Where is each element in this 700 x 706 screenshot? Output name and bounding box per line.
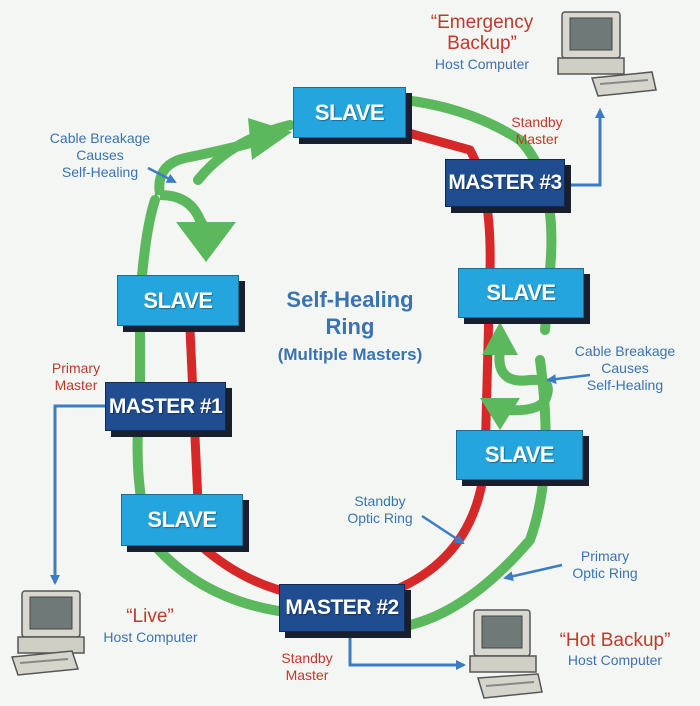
- link-master1-live: [50, 404, 105, 585]
- standby-master-bottom-label: Standby Master: [281, 650, 333, 683]
- slave-node-left-upper: SLAVE: [117, 275, 239, 326]
- live-label: “Live”: [126, 606, 174, 627]
- slave-node-right-upper: SLAVE: [458, 268, 584, 318]
- link-master2-hotbackup: [348, 637, 466, 670]
- standby-optic-ring-label: Standby Optic Ring: [347, 493, 413, 526]
- computer-icon: [557, 11, 657, 97]
- diagram-title: Self-Healing Ring (Multiple Masters): [250, 286, 450, 366]
- master-1-node: MASTER #1: [105, 382, 226, 431]
- host-links: [50, 108, 605, 670]
- slave-node-left-lower: SLAVE: [121, 494, 243, 546]
- title-line-2: Ring: [325, 314, 375, 339]
- slave-node-top: SLAVE: [293, 87, 406, 138]
- emergency-host-label: Host Computer: [434, 56, 530, 72]
- master-2-node: MASTER #2: [279, 584, 405, 632]
- cable-breakage-right-label: Cable Breakage Causes Self-Healing: [574, 343, 676, 393]
- slave-node-right-lower: SLAVE: [456, 430, 583, 480]
- title-line-1: Self-Healing: [286, 287, 414, 312]
- primary-optic-ring-label: Primary Optic Ring: [572, 548, 638, 581]
- green-arrow-right: [248, 118, 292, 160]
- green-arrow-up: [482, 322, 518, 355]
- title-line-3: (Multiple Masters): [277, 345, 423, 364]
- computer-icon: [469, 609, 543, 699]
- primary-master-label: Primary Master: [51, 360, 101, 393]
- computer-icon: [10, 590, 85, 676]
- standby-master-top-label: Standby Master: [511, 114, 563, 147]
- cable-breakage-left-label: Cable Breakage Causes Self-Healing: [49, 130, 151, 180]
- link-master3-emergency: [565, 108, 605, 187]
- self-healing-loop-left: [154, 118, 292, 262]
- emergency-backup-label: “Emergency Backup”: [430, 12, 534, 54]
- green-arrow-down-right: [480, 398, 520, 430]
- live-host-label: Host Computer: [103, 629, 198, 645]
- hot-backup-host-label: Host Computer: [567, 652, 663, 668]
- label-pointers: [147, 166, 591, 582]
- hot-backup-label: “Hot Backup”: [559, 630, 671, 651]
- master-3-node: MASTER #3: [445, 159, 565, 207]
- green-arrow-down: [176, 222, 236, 262]
